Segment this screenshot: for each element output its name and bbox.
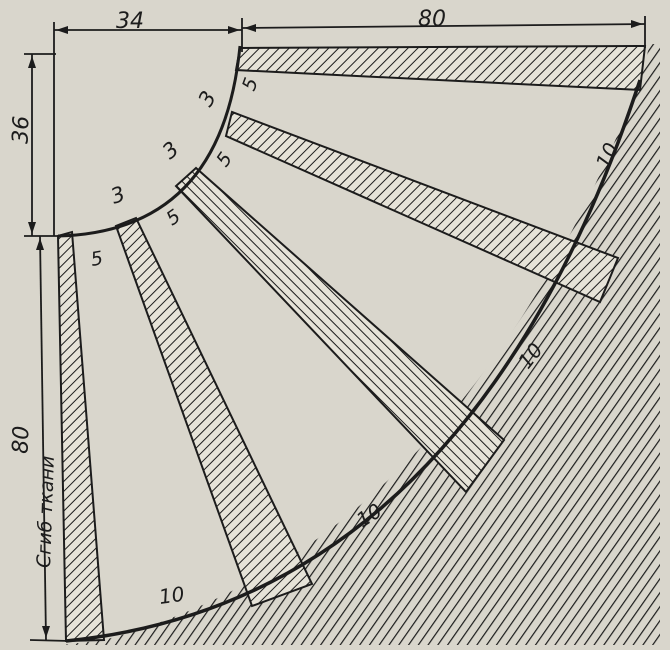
dimension-lines xyxy=(24,16,646,642)
fold-seam-strip xyxy=(56,230,106,643)
dim-side-length: 80 xyxy=(9,425,35,454)
hem-arc xyxy=(65,79,642,643)
outer-waste-area xyxy=(62,44,660,645)
hem-allowance-label: 10 xyxy=(157,582,186,609)
dim-side-height: 36 xyxy=(9,115,35,144)
dim-top-length: 80 xyxy=(418,7,446,32)
dimension-arrows xyxy=(28,20,643,638)
wedge-strip-1 xyxy=(224,110,620,304)
wedge-strip-2 xyxy=(174,166,506,494)
seam-allowance-label: 5 xyxy=(89,247,105,271)
fold-label: Сгиб ткани xyxy=(33,455,59,568)
wedge-strip-3 xyxy=(114,216,314,608)
waist-arc xyxy=(57,45,242,238)
dim-top-width: 34 xyxy=(116,9,144,34)
